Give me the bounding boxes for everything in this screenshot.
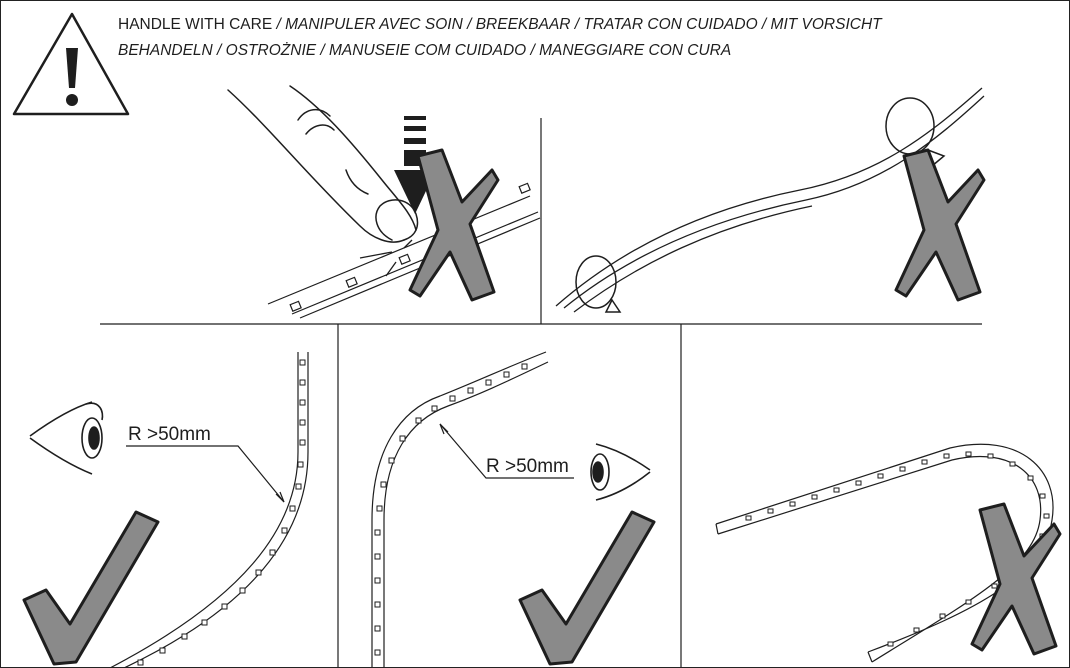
press-cross-icon (408, 148, 500, 302)
panel-twist (555, 87, 986, 313)
warning-translations-1: / MANIPULER AVEC SOIN / BREEKBAAR / TRAT… (272, 16, 883, 33)
side-check-icon (518, 510, 656, 666)
press-impact (359, 239, 413, 277)
twist-cross-icon (894, 148, 986, 302)
side-bend-leds (374, 363, 528, 656)
warning-triangle-icon (12, 12, 130, 116)
flat-bend-leds (137, 359, 306, 666)
press-strip-leds (289, 182, 531, 312)
edge-cross-icon (970, 502, 1062, 656)
radius-leader-left (126, 445, 285, 503)
flat-check-icon (22, 510, 160, 666)
eye-icon-left (29, 401, 104, 475)
twisted-strip (555, 87, 985, 313)
flat-bend-strip (109, 352, 309, 668)
side-bend-strip (371, 351, 549, 668)
warning-line-1: HANDLE WITH CARE / MANIPULER AVEC SOIN /… (118, 16, 883, 33)
edge-bend-strip (715, 443, 1054, 663)
warning-line-2: BEHANDELN / OSTROŻNIE / MANUSEIE COM CUI… (118, 42, 731, 59)
panel-bend-side: R >50mm (371, 351, 656, 668)
eye-icon-right (590, 443, 651, 501)
finger-outline (227, 85, 419, 243)
panel-bend-edge (715, 443, 1062, 663)
twist-arrow-left-icon (575, 255, 622, 313)
panel-press (227, 85, 541, 319)
radius-leader-right (439, 423, 574, 479)
radius-label-right: R >50mm (486, 456, 569, 477)
radius-label-left: R >50mm (128, 424, 211, 445)
panel-dividers (100, 118, 982, 668)
panel-bend-flat: R >50mm (22, 352, 309, 668)
warning-title: HANDLE WITH CARE (118, 16, 272, 33)
